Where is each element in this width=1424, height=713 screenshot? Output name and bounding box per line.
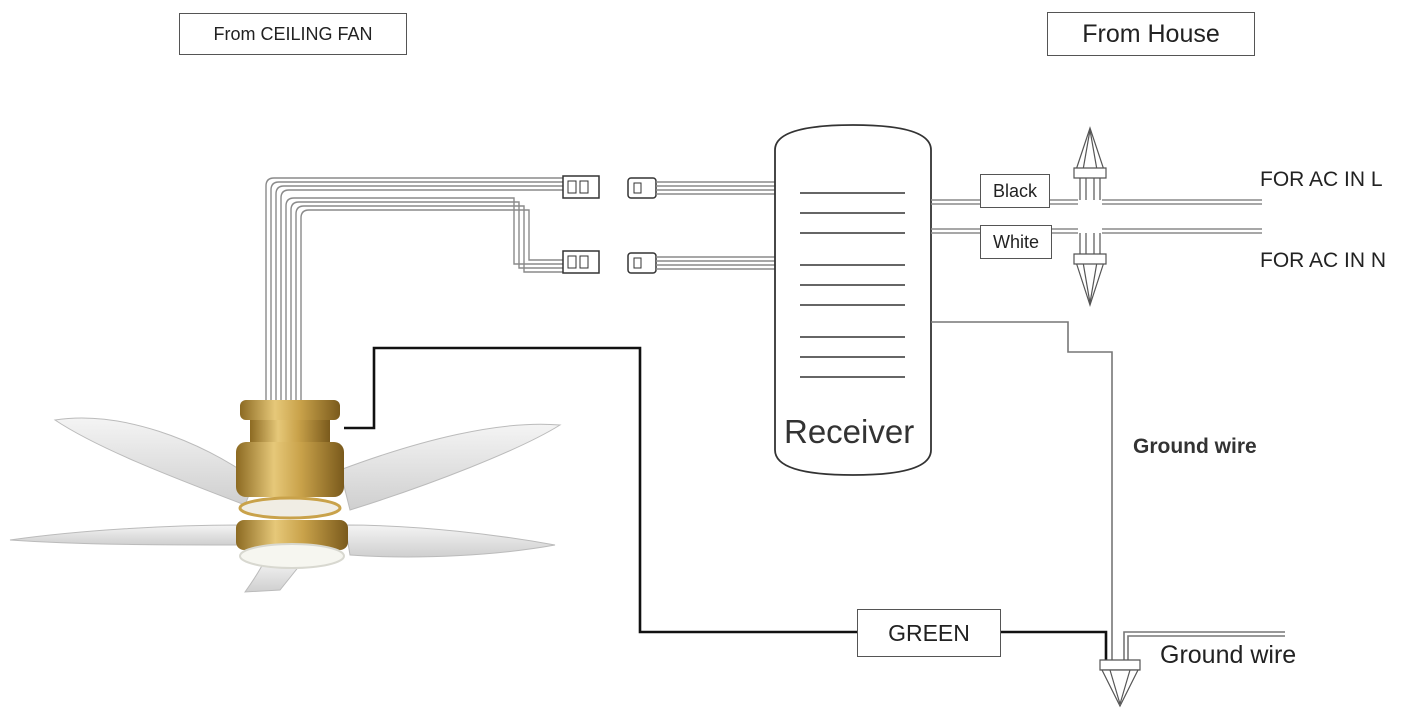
receiver-label: Receiver — [784, 413, 915, 450]
white-wire-label: White — [980, 225, 1052, 259]
from-house-label: From House — [1047, 12, 1255, 56]
wire-nut-n — [1073, 233, 1107, 307]
green-wire-label: GREEN — [857, 609, 1001, 657]
wire-nut-l — [1073, 126, 1107, 200]
receiver-ground-wire — [931, 321, 1113, 660]
receiver-box — [774, 124, 932, 476]
ground-wire-label-lower: Ground wire — [1160, 641, 1297, 669]
fan-connectors — [562, 175, 600, 274]
ground-wire-label-upper: Ground wire — [1133, 435, 1257, 458]
from-ceiling-fan-label: From CEILING FAN — [179, 13, 407, 55]
black-wire-label: Black — [980, 174, 1050, 208]
green-ground-wire — [344, 346, 860, 634]
ac-in-n-label: FOR AC IN N — [1260, 249, 1387, 272]
ground-wire-nut — [1099, 659, 1141, 708]
green-ground-wire-end — [1000, 630, 1108, 660]
house-ground-wire — [1123, 631, 1285, 660]
ceiling-fan-motor — [236, 400, 348, 569]
fan-blades — [9, 417, 562, 593]
ac-in-l-label: FOR AC IN L — [1260, 168, 1383, 191]
fan-wire-bundle — [265, 177, 565, 400]
receiver-connectors — [627, 177, 657, 274]
receiver-input-wires — [656, 181, 775, 270]
